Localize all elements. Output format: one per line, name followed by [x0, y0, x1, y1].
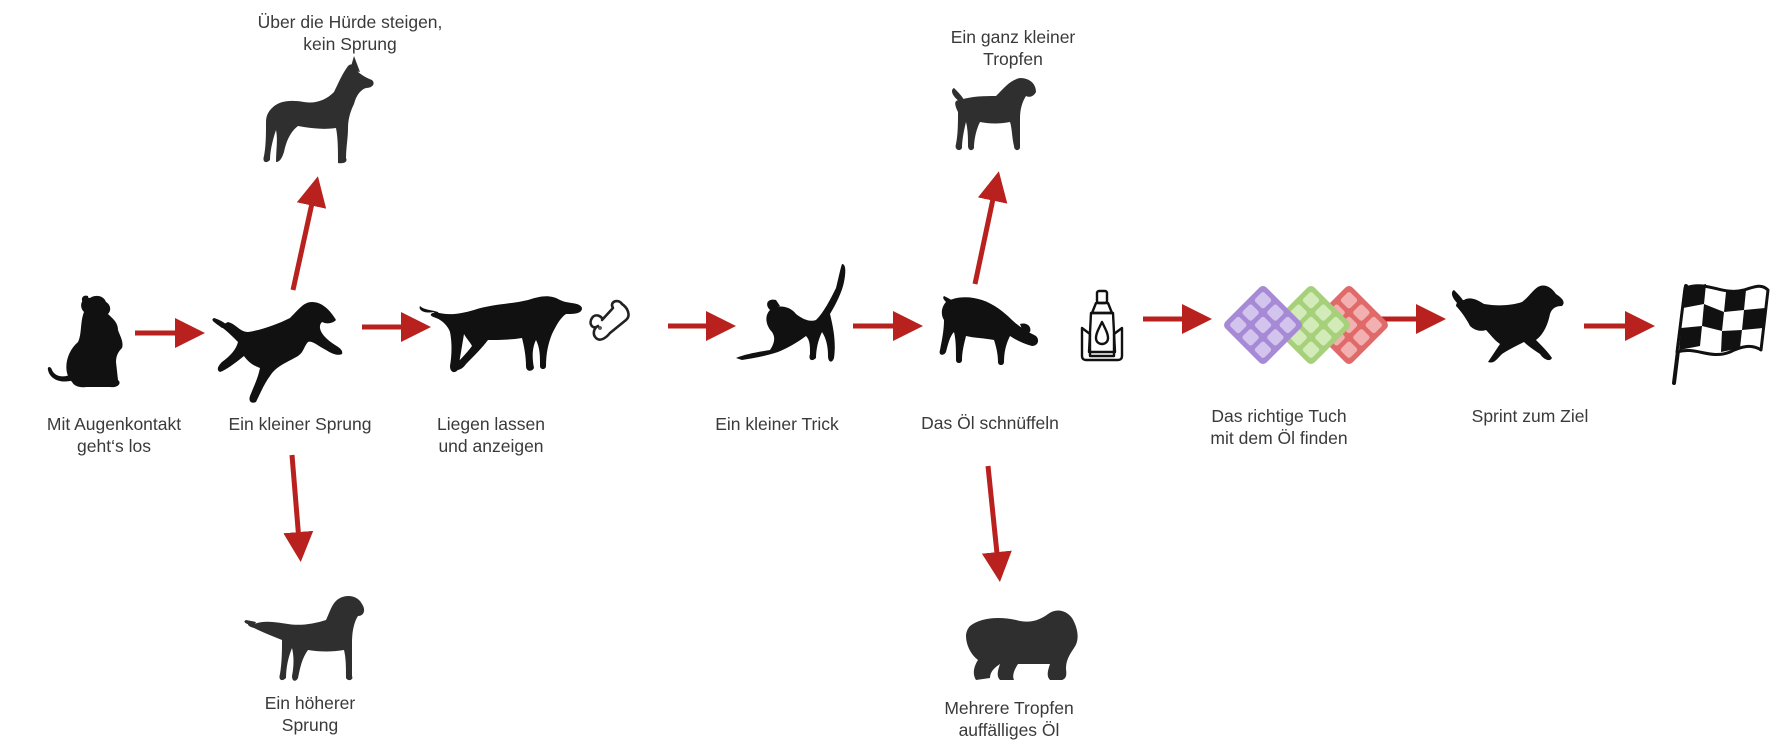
label-line: und anzeigen [438, 436, 544, 456]
label-line: Ein kleiner Sprung [228, 414, 372, 434]
cloth-squares-icon [1224, 286, 1388, 364]
label-line: Sprung [281, 715, 339, 735]
label-line: Liegen lassen [437, 414, 545, 434]
label-line: Ein höherer [264, 693, 356, 713]
retriever-icon [244, 596, 365, 681]
step-label-sniff: Das Öl schnüffeln [860, 412, 1120, 434]
step-label-cloth: Das richtige Tuch mit dem Öl finden [1149, 405, 1409, 449]
play-bow-dog-icon [736, 264, 846, 362]
sniffing-dog-icon [939, 296, 1039, 365]
variant-label-hurdle: Über die Hürde steigen, kein Sprung [220, 11, 480, 55]
label-line: Das Öl schnüffeln [921, 413, 1059, 433]
label-line: Sprint zum Ziel [1471, 406, 1589, 426]
label-line: Über die Hürde steigen, [257, 12, 443, 32]
bulldog-icon [966, 610, 1078, 680]
pointing-dog-icon [419, 296, 582, 373]
oil-bottle-icon [1080, 289, 1124, 362]
running-dog-icon [1451, 285, 1564, 363]
step-label-down: Liegen lassen und anzeigen [361, 413, 621, 457]
variant-label-many-drops: Mehrere Tropfen auffälliges Öl [879, 697, 1139, 741]
label-line: mit dem Öl finden [1210, 428, 1348, 448]
label-line: geht‘s los [77, 436, 151, 456]
jumping-dog-icon [212, 302, 343, 403]
step-label-sprint: Sprint zum Ziel [1400, 405, 1660, 427]
label-line: Tropfen [983, 49, 1043, 69]
variant-label-higher: Ein höherer Sprung [180, 692, 440, 736]
step-label-jump: Ein kleiner Sprung [170, 413, 430, 435]
arrow-sniff-to-tiny-drop [972, 171, 1008, 285]
great-dane-icon [263, 56, 374, 164]
label-line: Ein kleiner Trick [715, 414, 839, 434]
step-label-trick: Ein kleiner Trick [647, 413, 907, 435]
label-line: Das richtige Tuch [1211, 406, 1347, 426]
checkered-flag-icon [1672, 284, 1770, 385]
arrow-jump-to-higher [283, 454, 314, 562]
step-label-start: Mit Augenkontakt geht‘s los [0, 413, 244, 457]
bone-icon [589, 299, 630, 341]
arrow-jump-to-hurdle [290, 176, 327, 291]
label-line: auffälliges Öl [958, 720, 1060, 740]
label-line: Mit Augenkontakt [46, 414, 182, 434]
arrow-sniff-to-many-drops [981, 465, 1012, 582]
beagle-icon [952, 78, 1036, 151]
label-line: Mehrere Tropfen [944, 698, 1074, 718]
label-line: Ein ganz kleiner [950, 27, 1076, 47]
variant-label-tiny-drop: Ein ganz kleiner Tropfen [883, 26, 1143, 70]
sitting-dog-icon [47, 295, 123, 388]
label-line: kein Sprung [303, 34, 397, 54]
